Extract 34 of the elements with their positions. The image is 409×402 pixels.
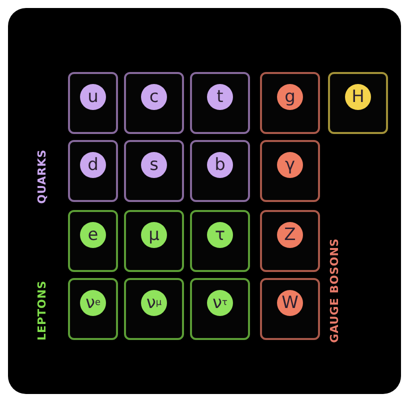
particle-symbol: b (207, 152, 233, 178)
particle-tile (260, 72, 320, 134)
particle-tile (260, 140, 320, 202)
particle-tile (328, 72, 388, 134)
group-label: QUARKS (36, 148, 49, 204)
particle-symbol: u (80, 84, 106, 110)
particle-tile (190, 72, 250, 134)
particle-symbol: t (207, 84, 233, 110)
particle-tile (124, 278, 184, 340)
particle-symbol: μ (141, 222, 167, 248)
particle-symbol: H (345, 84, 371, 110)
particle-tile (190, 140, 250, 202)
group-label: LEPTONS (36, 280, 49, 340)
particle-tile (68, 140, 118, 202)
particle-tile (68, 72, 118, 134)
particle-tile (68, 278, 118, 340)
particle-symbol: s (141, 152, 167, 178)
particle-symbol: τ (207, 222, 233, 248)
particle-tile (124, 72, 184, 134)
particle-symbol: d (80, 152, 106, 178)
particle-symbol: e (80, 222, 106, 248)
particle-tile (260, 210, 320, 272)
particle-symbol: γ (277, 152, 303, 178)
group-label: GAUGE BOSONS (327, 238, 340, 342)
particle-tile (68, 210, 118, 272)
particle-symbol: c (141, 84, 167, 110)
particle-tile (124, 140, 184, 202)
particle-tile (190, 278, 250, 340)
particle-tile (124, 210, 184, 272)
particle-symbol: W (277, 290, 303, 316)
particle-tile (190, 210, 250, 272)
particle-symbol: Z (277, 222, 303, 248)
particle-symbol: g (277, 84, 303, 110)
particle-tile (260, 278, 320, 340)
